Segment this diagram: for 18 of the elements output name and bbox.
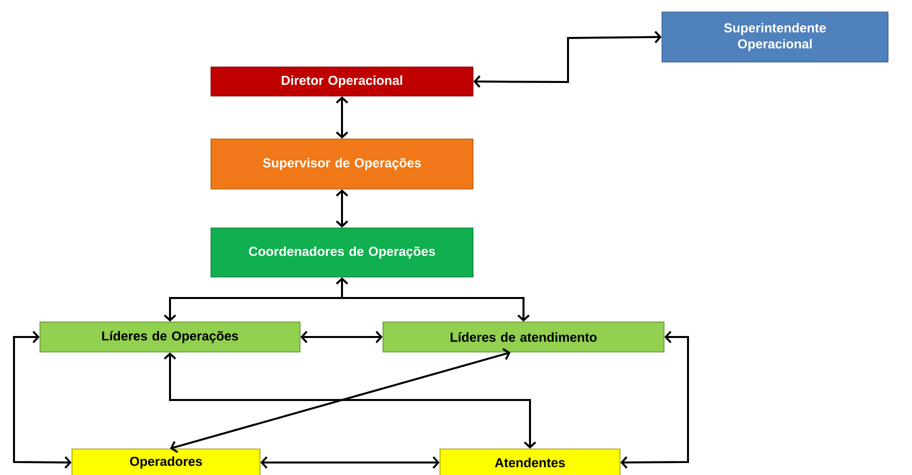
org-box: Líderes de atendimento [382, 322, 664, 352]
arrow [300, 330, 383, 344]
org-box: Atendentes [440, 448, 620, 475]
arrow [336, 96, 348, 139]
arrow [13, 330, 72, 469]
org-box: Líderes de Operações [40, 322, 300, 352]
org-box: Operadores [72, 448, 260, 475]
arrow [260, 456, 440, 469]
org-box: Supervisor de Operações [210, 138, 474, 190]
arrow [336, 189, 348, 228]
arrow [164, 277, 530, 322]
org-box: Coordenadores de Operações [210, 228, 474, 278]
arrow [164, 352, 536, 449]
org-box: Diretor Operacional [210, 66, 474, 96]
arrow [170, 348, 511, 454]
arrow [473, 30, 662, 88]
arrow [620, 330, 689, 469]
org-box: Superintendente Operacional [662, 12, 888, 62]
